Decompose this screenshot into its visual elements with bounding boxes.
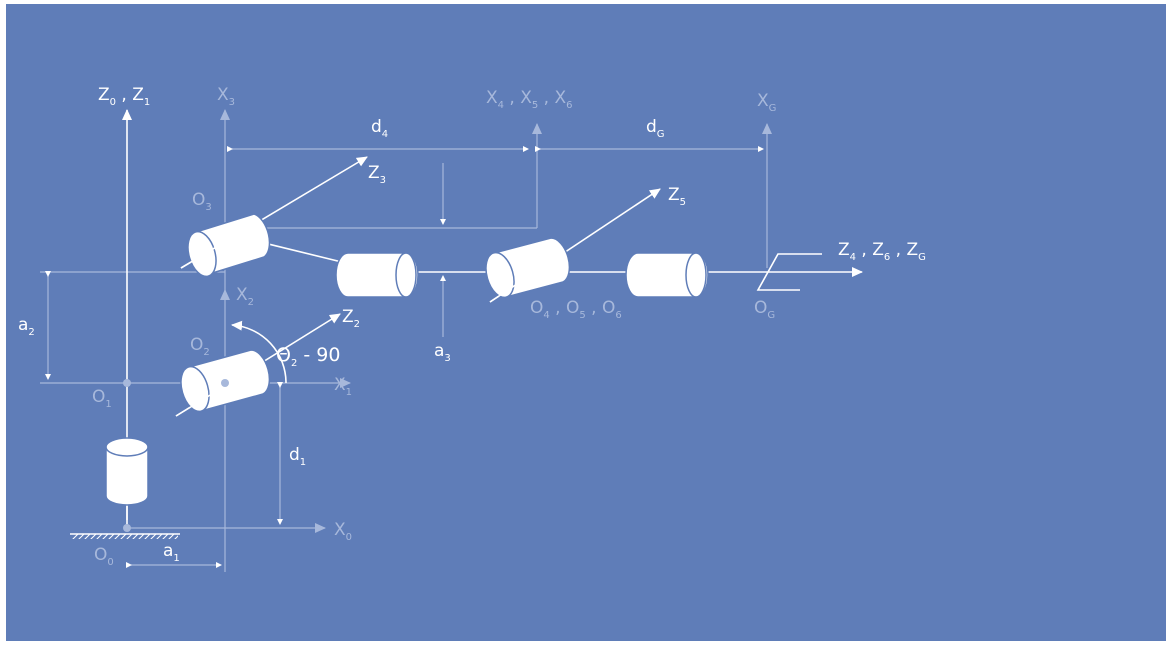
- through-axes: [175, 245, 521, 417]
- theta2-arc-arrow: [231, 320, 287, 384]
- label-d4: d4: [371, 117, 388, 140]
- labels: Z0 , Z1 X3 X4 , X5 , X6 XG d4 dG Z3 Z5 O…: [18, 85, 926, 568]
- joint-o4-cylinder-icon: [485, 237, 571, 299]
- faded-geometry: [40, 109, 772, 572]
- diagram-panel: Z0 , Z1 X3 X4 , X5 , X6 XG d4 dG Z3 Z5 O…: [6, 4, 1166, 641]
- label-o2: O2: [190, 335, 210, 358]
- label-z4-z6-zg: Z4 , Z6 , ZG: [838, 240, 926, 263]
- label-o1: O1: [92, 387, 112, 410]
- label-theta2: Θ2 - 90: [276, 344, 340, 369]
- background: [6, 4, 1166, 641]
- joint-wrist-cylinder-icon: [335, 252, 419, 298]
- gripper-icon: [756, 253, 822, 291]
- label-a1: a1: [163, 541, 180, 564]
- base-cylinder-icon: [105, 437, 149, 506]
- label-z0-z1: Z0 , Z1: [98, 85, 150, 108]
- origin-o2-dot: [221, 379, 229, 387]
- label-og: OG: [754, 298, 775, 321]
- label-x1: X1: [334, 375, 352, 398]
- label-x3: X3: [217, 85, 235, 108]
- label-o3: O3: [192, 190, 212, 213]
- joint-o3-cylinder-icon: [187, 213, 271, 278]
- label-d1: d1: [289, 445, 306, 468]
- label-o4-o5-o6: O4 , O5 , O6: [530, 298, 622, 321]
- origin-points: [123, 379, 229, 532]
- label-dg: dG: [646, 117, 665, 140]
- origin-o0-dot: [123, 524, 131, 532]
- origin-o1-dot: [123, 379, 131, 387]
- joint-o6-cylinder-icon: [625, 252, 709, 298]
- label-a2: a2: [18, 315, 35, 338]
- label-x0: X0: [334, 520, 352, 543]
- label-o0: O0: [94, 545, 114, 568]
- label-a3: a3: [434, 341, 451, 364]
- label-x4-x5-x6: X4 , X5 , X6: [486, 88, 573, 111]
- label-xg: XG: [757, 91, 776, 114]
- label-z3: Z3: [368, 163, 386, 186]
- label-z2: Z2: [342, 307, 360, 330]
- ground-hatch-icon: [72, 534, 178, 539]
- label-z5: Z5: [668, 185, 686, 208]
- label-x2: X2: [236, 285, 254, 308]
- robot-arm-dh-diagram: Z0 , Z1 X3 X4 , X5 , X6 XG d4 dG Z3 Z5 O…: [6, 4, 1166, 641]
